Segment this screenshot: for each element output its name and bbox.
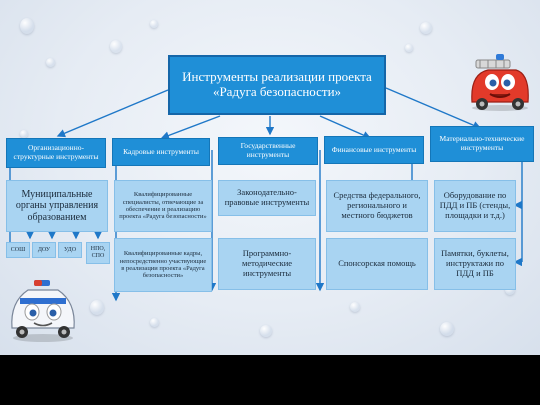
water-drop (405, 44, 413, 52)
subitem-vocational: НПО, СПО (86, 242, 110, 264)
police-car-illustration (11, 280, 75, 342)
material-leaflets: Памятки, буклеты, инструктажи по ПДД и П… (434, 238, 516, 290)
water-drop (20, 18, 34, 34)
water-drop (90, 300, 104, 315)
category-material: Материально-технические инструменты (430, 126, 534, 162)
category-personnel: Кадровые инструменты (112, 138, 210, 166)
category-state: Государственные инструменты (218, 137, 318, 165)
personnel-staff: Квалифицированные кадры, непосредственно… (114, 238, 212, 292)
water-drop (505, 285, 515, 295)
main-title: Инструменты реализации проекта «Радуга б… (168, 55, 386, 115)
category-financial: Финансовые инструменты (324, 136, 424, 164)
water-drop (420, 22, 432, 34)
subitem-extra-education: УДО (58, 242, 82, 258)
state-legal: Законодательно-правовые инструменты (218, 180, 316, 216)
slide: Инструменты реализации проекта «Радуга б… (0, 0, 540, 355)
water-drop (260, 325, 272, 337)
personnel-specialists: Квалифицированные специалисты, отвечающи… (114, 180, 212, 232)
water-drop (150, 20, 158, 28)
category-organizational: Организационно-структурные инструменты (6, 138, 106, 168)
water-drop (20, 130, 28, 138)
water-drop (440, 322, 454, 336)
water-drop (110, 40, 122, 53)
subitem-school: СОШ (6, 242, 30, 258)
water-drop (350, 302, 360, 312)
fire-truck-illustration (471, 54, 529, 111)
organizational-body: Муниципальные органы управления образова… (6, 180, 108, 232)
subitem-preschool: ДОУ (32, 242, 56, 258)
water-drop (150, 318, 159, 327)
financial-sponsorship: Спонсорская помощь (326, 238, 428, 290)
water-drop (46, 58, 55, 67)
financial-budgets: Средства федерального, регионального и м… (326, 180, 428, 232)
material-equipment: Оборудование по ПДД и ПБ (стенды, площад… (434, 180, 516, 232)
state-methodical: Программно-методические инструменты (218, 238, 316, 290)
